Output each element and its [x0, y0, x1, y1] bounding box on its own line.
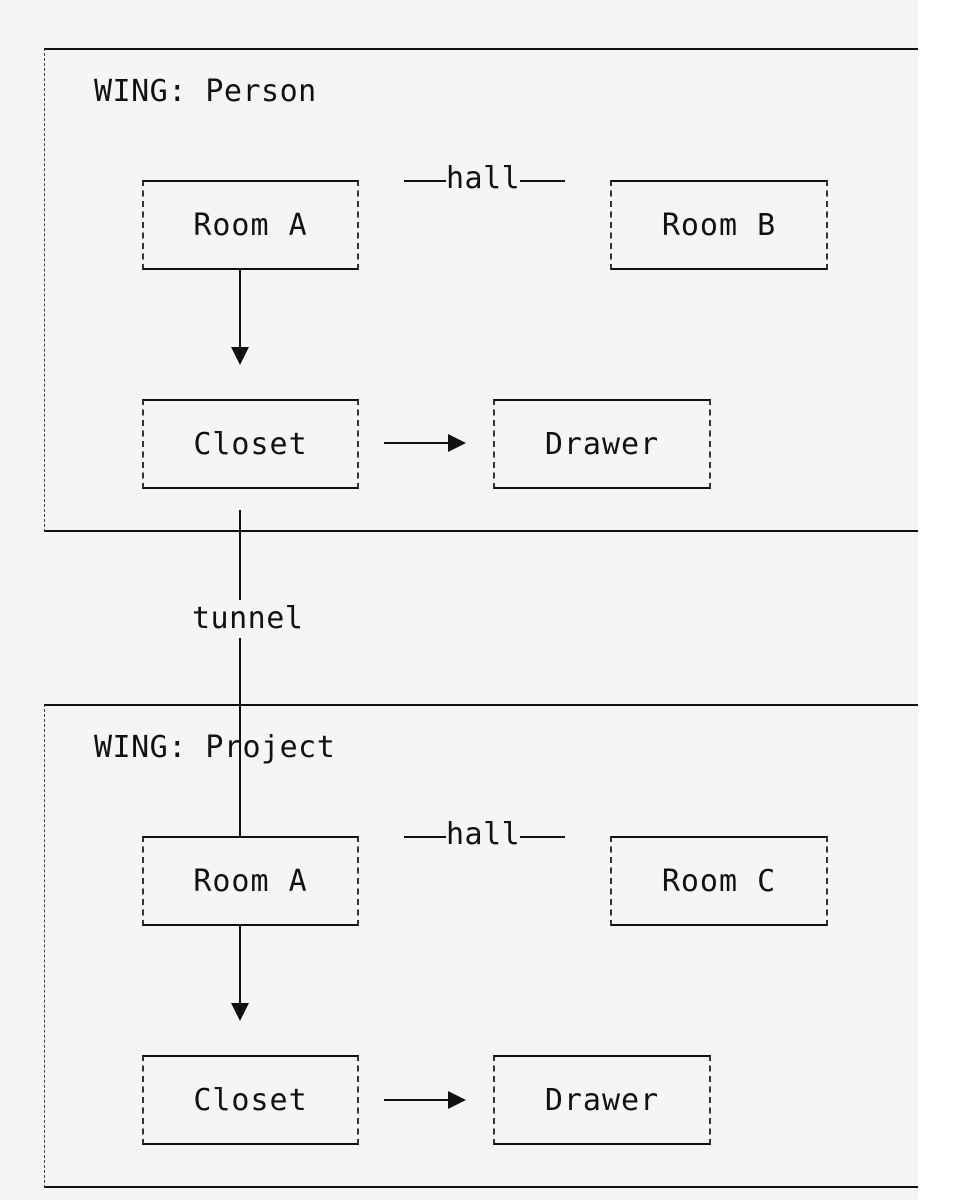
wing-project-drawer: Drawer: [493, 1055, 711, 1145]
room-label: Room C: [661, 863, 777, 899]
arrowhead-down-icon: [231, 1003, 249, 1021]
wing-person-hall-label: hall: [446, 161, 521, 196]
wing-person-title: WING: Person: [94, 74, 317, 109]
closet-label: Closet: [193, 426, 308, 462]
room-label: Room B: [661, 207, 777, 243]
room-label: Room A: [193, 207, 308, 243]
tunnel-label: tunnel: [192, 600, 304, 638]
wing-project-room-c: Room C: [610, 836, 828, 926]
drawer-label: Drawer: [544, 426, 660, 462]
arrowhead-right-icon: [448, 1091, 466, 1109]
wing-person-drawer: Drawer: [493, 399, 711, 489]
closet-label: Closet: [193, 1082, 308, 1118]
wing-project-room-a: Room A: [142, 836, 359, 926]
room-label: Room A: [193, 863, 308, 899]
wing-person-room-a: Room A: [142, 180, 359, 270]
drawer-label: Drawer: [544, 1082, 660, 1118]
wing-project-title: WING: Project: [94, 730, 336, 765]
wing-project-closet: Closet: [142, 1055, 359, 1145]
diagram-canvas: WING: Person Room A Room B Closet Drawer…: [44, 48, 918, 1188]
wing-person-room-b: Room B: [610, 180, 828, 270]
wing-project-hall-label: hall: [446, 817, 521, 852]
wing-person-closet: Closet: [142, 399, 359, 489]
arrowhead-down-icon: [231, 347, 249, 365]
arrowhead-right-icon: [448, 434, 466, 452]
